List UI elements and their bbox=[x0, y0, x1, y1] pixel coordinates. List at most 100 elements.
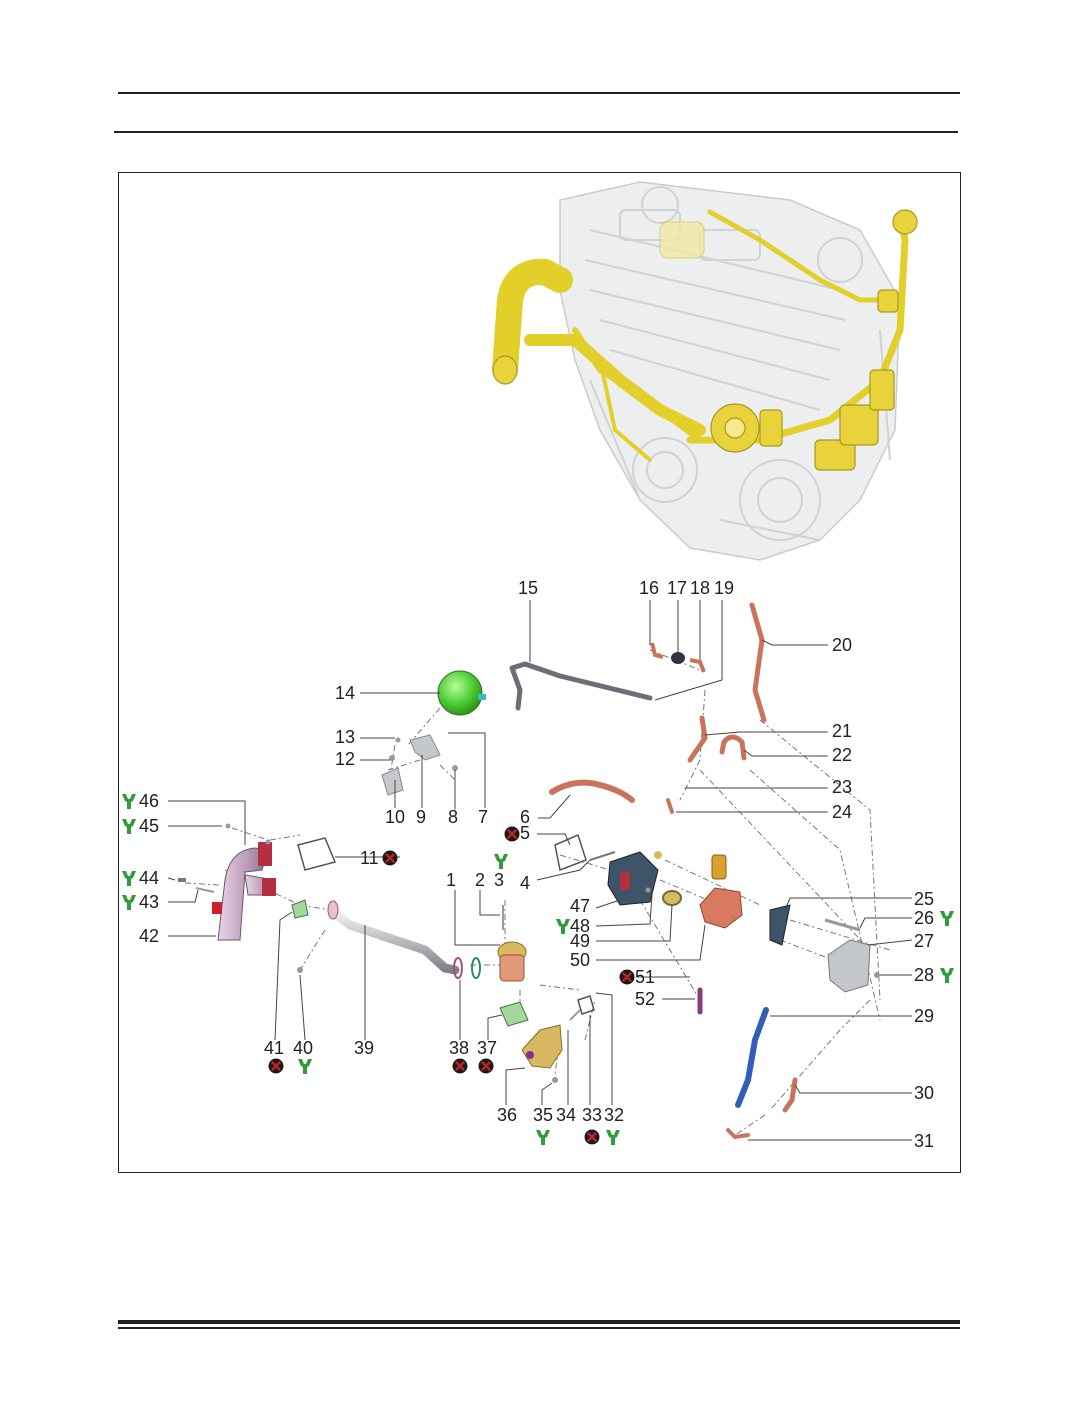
header-rule-top bbox=[118, 92, 960, 94]
torque-wrench-icon-3 bbox=[494, 854, 508, 869]
part-38-gasket-b bbox=[471, 957, 481, 979]
callout-41: 41 bbox=[264, 1038, 284, 1058]
callout-3: 3 bbox=[494, 870, 504, 890]
callout-10: 10 bbox=[385, 807, 405, 827]
replace-part-icon-51 bbox=[619, 969, 635, 985]
part-32-gasket bbox=[577, 995, 595, 1015]
part-28-bolt bbox=[874, 972, 880, 978]
torque-wrench-icon-26 bbox=[940, 911, 954, 926]
callout-31: 31 bbox=[914, 1131, 934, 1151]
part-46-bolt bbox=[265, 839, 271, 845]
callout-19: 19 bbox=[714, 578, 734, 598]
part-14-expansion-reservoir bbox=[437, 670, 486, 716]
part-15-coolant-pipe bbox=[509, 661, 653, 711]
callout-52: 52 bbox=[635, 989, 655, 1009]
part-9-bracket bbox=[409, 734, 441, 761]
part-31-hose bbox=[726, 1128, 750, 1140]
part-47-housing bbox=[607, 851, 662, 906]
callout-46: 46 bbox=[139, 791, 159, 811]
callout-11: 11 bbox=[360, 848, 379, 868]
callout-47: 47 bbox=[570, 896, 590, 916]
part-22-hose bbox=[719, 734, 747, 761]
replace-part-icon-37 bbox=[478, 1058, 494, 1074]
part-4-gasket bbox=[589, 851, 616, 861]
callout-16: 16 bbox=[639, 578, 659, 598]
part-26-bolt bbox=[824, 918, 861, 932]
footer-rule-thick bbox=[118, 1320, 960, 1324]
callout-43: 43 bbox=[139, 892, 159, 912]
callout-22: 22 bbox=[832, 745, 852, 765]
callout-12: 12 bbox=[335, 749, 355, 769]
callout-48: 48 bbox=[570, 916, 590, 936]
callout-15: 15 bbox=[518, 578, 538, 598]
callout-51: 51 bbox=[635, 967, 655, 987]
part-37-gasket bbox=[499, 1001, 529, 1027]
part-6-hose bbox=[549, 779, 635, 803]
callout-8: 8 bbox=[448, 807, 458, 827]
part-10-bracket bbox=[381, 767, 404, 796]
callout-25: 25 bbox=[914, 889, 934, 909]
callout-6: 6 bbox=[520, 807, 530, 827]
part-35-bolt bbox=[552, 1077, 558, 1083]
replace-part-icon-41 bbox=[268, 1058, 284, 1074]
callout-39: 39 bbox=[354, 1038, 374, 1058]
callout-18: 18 bbox=[690, 578, 710, 598]
callout-49: 49 bbox=[570, 931, 590, 951]
part-34-stud bbox=[569, 1009, 581, 1021]
part-42-manifold bbox=[212, 842, 276, 941]
callout-29: 29 bbox=[914, 1006, 934, 1026]
callout-20: 20 bbox=[832, 635, 852, 655]
diagram-frame bbox=[118, 172, 961, 1173]
callout-26: 26 bbox=[914, 908, 934, 928]
footer-rule-thin bbox=[118, 1327, 960, 1329]
callout-14: 14 bbox=[335, 683, 355, 703]
callout-1: 1 bbox=[446, 870, 456, 890]
part-45-bolt bbox=[225, 823, 231, 829]
part-29-hose bbox=[735, 1007, 769, 1108]
torque-wrench-icon-44 bbox=[122, 871, 136, 886]
callout-21: 21 bbox=[832, 721, 852, 741]
part-20-hose bbox=[749, 602, 767, 723]
engine-overview-illustration bbox=[492, 181, 918, 561]
part-thermostat bbox=[711, 854, 727, 880]
torque-wrench-icon-48 bbox=[556, 919, 570, 934]
part-12-bolt bbox=[389, 755, 395, 761]
part-18-hose bbox=[689, 658, 706, 673]
part-40-bolt bbox=[297, 967, 303, 973]
part-8-bolt bbox=[452, 765, 458, 771]
callout-42: 42 bbox=[139, 926, 159, 946]
callout-37: 37 bbox=[477, 1038, 497, 1058]
part-41-gasket bbox=[291, 899, 309, 919]
replace-part-icon-5 bbox=[504, 826, 520, 842]
callout-38: 38 bbox=[449, 1038, 469, 1058]
torque-wrench-icon-45 bbox=[122, 819, 136, 834]
callout-9: 9 bbox=[416, 807, 426, 827]
part-11-gasket bbox=[297, 837, 337, 871]
part-21-hose bbox=[687, 715, 708, 763]
part-36-port bbox=[526, 1051, 534, 1059]
callout-40: 40 bbox=[293, 1038, 313, 1058]
part-43-bolt bbox=[195, 887, 215, 893]
part-30-hose bbox=[782, 1077, 798, 1113]
callout-44: 44 bbox=[139, 868, 159, 888]
callout-markers bbox=[122, 794, 954, 1145]
part-48-bolt bbox=[645, 887, 651, 893]
part-38-gasket bbox=[453, 957, 463, 979]
callout-2: 2 bbox=[475, 870, 485, 890]
callout-24: 24 bbox=[832, 802, 852, 822]
callout-27: 27 bbox=[914, 931, 934, 951]
part-27-module bbox=[827, 939, 871, 993]
header-rule-bottom bbox=[114, 131, 958, 133]
torque-wrench-icon-43 bbox=[122, 895, 136, 910]
callout-28: 28 bbox=[914, 965, 934, 985]
callout-17: 17 bbox=[667, 578, 687, 598]
callout-36: 36 bbox=[497, 1105, 517, 1125]
part-24-hose bbox=[666, 798, 674, 814]
leader-lines bbox=[167, 600, 913, 1141]
callout-13: 13 bbox=[335, 727, 355, 747]
replace-part-icon-11 bbox=[382, 850, 398, 866]
part-39-egr-pipe bbox=[327, 900, 460, 975]
callout-34: 34 bbox=[556, 1105, 576, 1125]
